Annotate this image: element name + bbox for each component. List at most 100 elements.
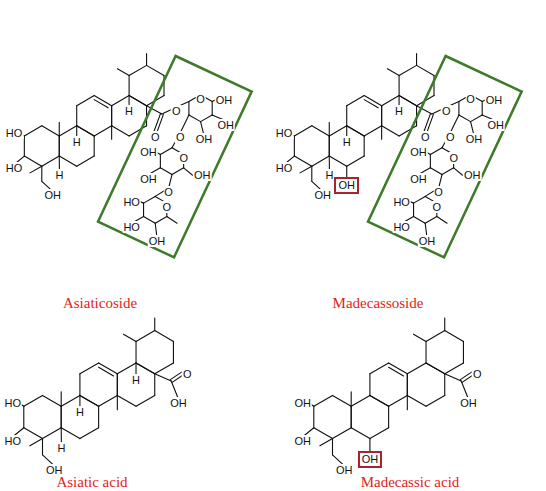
atom-label: HO [275, 127, 294, 139]
bond [129, 96, 146, 106]
bond [43, 428, 62, 439]
bond [389, 395, 408, 406]
bond [387, 69, 399, 76]
bond [117, 395, 136, 406]
bond [351, 406, 352, 428]
atom-label: H [394, 105, 404, 117]
bond [155, 331, 174, 342]
bond [364, 100, 378, 108]
bond [147, 65, 164, 75]
bond [94, 100, 108, 108]
bond [155, 374, 171, 381]
bond [426, 363, 445, 374]
bond [416, 54, 417, 66]
bond [59, 126, 76, 136]
bond [381, 106, 382, 126]
bond [351, 392, 352, 406]
bond [136, 331, 155, 342]
bond [30, 439, 43, 446]
bond [111, 106, 112, 126]
atom-label: HO [392, 221, 411, 233]
bond [146, 54, 147, 66]
molecule-skeleton [13, 318, 188, 466]
atom-label: OH [485, 94, 504, 106]
molecule-skeleton [284, 54, 496, 237]
bond [94, 136, 95, 156]
bond [370, 395, 389, 406]
atom-label: OH [195, 133, 214, 145]
bond [329, 122, 330, 135]
bond [212, 101, 213, 114]
atom-label: OH [338, 179, 355, 192]
atom-label: O [420, 131, 431, 143]
compound-name: Asiatic acid [56, 474, 127, 491]
bond [458, 101, 459, 114]
compound-name: Asiaticoside [63, 295, 137, 312]
atom-label: OH [169, 397, 188, 409]
bond [160, 148, 172, 155]
bond [135, 341, 136, 363]
bond [124, 334, 137, 341]
bond [41, 166, 42, 181]
bond [24, 136, 25, 156]
bond [445, 331, 464, 342]
bond [426, 331, 445, 342]
atom-label: OH [294, 397, 313, 409]
bond [117, 374, 118, 396]
bond [99, 395, 118, 406]
bond [117, 69, 129, 76]
atom-label: O [195, 93, 206, 105]
bond [445, 374, 461, 381]
bond [312, 156, 329, 166]
bond [381, 106, 382, 126]
bond [369, 374, 370, 396]
bond [426, 363, 445, 374]
bond [347, 96, 364, 106]
atom-label: O [445, 131, 456, 143]
bond [320, 439, 333, 446]
bond [442, 168, 454, 175]
bond [414, 334, 427, 341]
bond [154, 318, 155, 331]
bond [407, 374, 408, 396]
bond [444, 374, 445, 396]
bond [24, 126, 41, 136]
atom-label: OH [215, 94, 234, 106]
bond [329, 136, 330, 156]
atom-label: OH [193, 169, 212, 181]
box-outline [98, 56, 252, 257]
bond [61, 392, 62, 406]
highlight-box: OH [334, 177, 359, 194]
atom-label: OH [139, 146, 158, 158]
bond [329, 156, 346, 166]
bond [313, 406, 314, 428]
bond [42, 439, 43, 455]
bond [445, 363, 464, 374]
bond [80, 395, 99, 406]
bond [430, 148, 442, 155]
atom-label: OH [463, 169, 482, 181]
atom-label: H [72, 136, 82, 148]
glycoside-box: OOOOHOHOHOOOHOHOHOOHOHOOH [368, 56, 522, 257]
bond [42, 126, 59, 136]
bond [312, 126, 329, 136]
atom-label: H [342, 136, 352, 148]
bond [444, 318, 445, 331]
bond [59, 136, 60, 156]
atom-label: OH [362, 453, 379, 466]
atom-label: OH [43, 189, 62, 201]
bond [136, 395, 155, 406]
bond [129, 75, 130, 95]
bond [77, 96, 94, 106]
bond [80, 363, 99, 374]
atom-label: O [448, 152, 459, 164]
highlight-box: OH [358, 451, 383, 468]
bond [117, 374, 118, 396]
bond [59, 122, 60, 135]
bond [430, 168, 442, 175]
bond [382, 126, 399, 136]
bond [30, 166, 42, 173]
bond [117, 395, 118, 409]
bond [154, 374, 155, 396]
